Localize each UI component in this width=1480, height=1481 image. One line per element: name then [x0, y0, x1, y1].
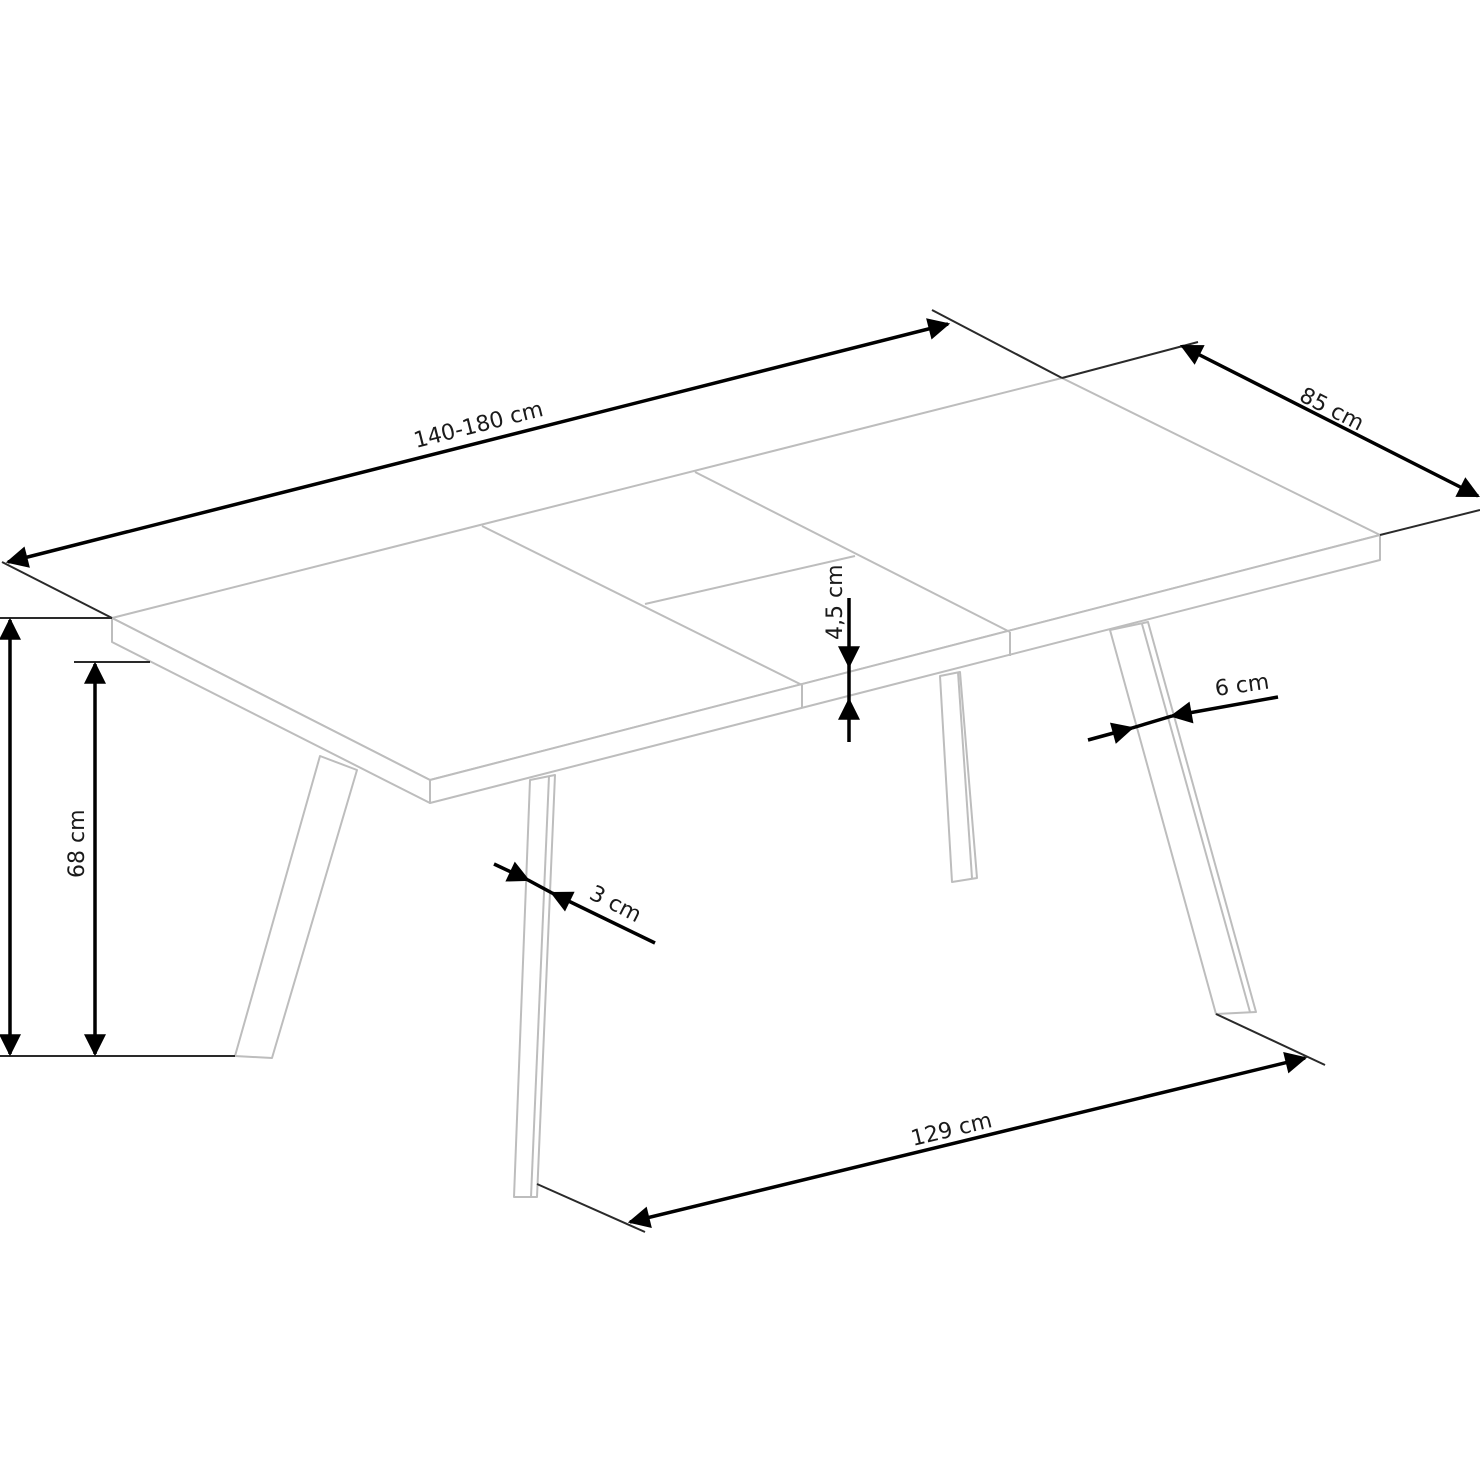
leg-front-right: [1109, 621, 1257, 1015]
top-thickness-label: 4,5 cm: [823, 564, 848, 640]
leg-height-label: 68 cm: [65, 809, 90, 878]
dimension-leg-width: 6 cm: [1087, 670, 1279, 744]
leg-front-left: [513, 774, 556, 1198]
depth-label: 85 cm: [1295, 383, 1367, 436]
dimension-top-thickness: 4,5 cm: [823, 564, 860, 742]
extension-lines: [0, 309, 1480, 1233]
dimension-leg-height: 68 cm: [65, 661, 106, 1057]
dimension-leg-span: 129 cm: [627, 1051, 1308, 1229]
dimension-leg-thickness: 3 cm: [493, 861, 656, 945]
leg-width-label: 6 cm: [1213, 670, 1270, 702]
length-label: 140-180 cm: [411, 397, 546, 454]
leg-back-right: [939, 671, 978, 883]
leg-back-left: [234, 755, 358, 1059]
table-top: [111, 377, 1381, 804]
leg-thickness-label: 3 cm: [585, 881, 645, 928]
